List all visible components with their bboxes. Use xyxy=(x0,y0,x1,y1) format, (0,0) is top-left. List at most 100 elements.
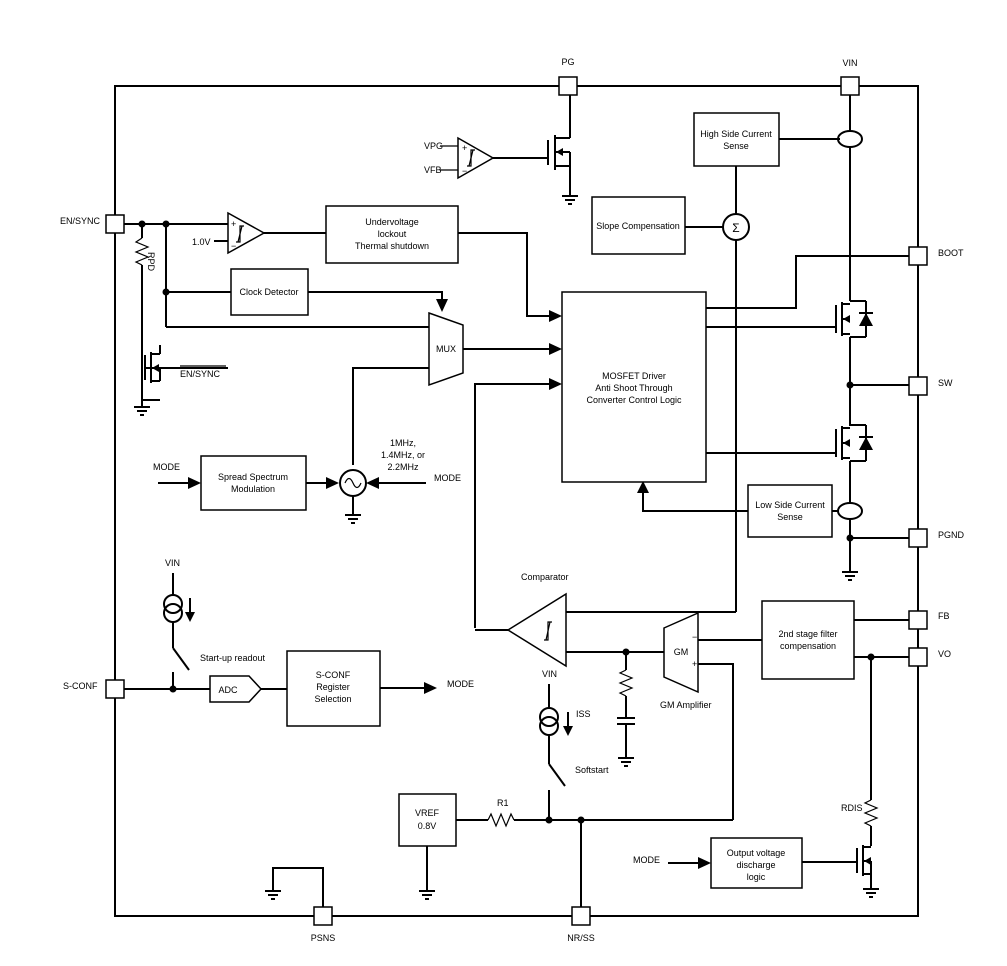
svg-text:BOOT: BOOT xyxy=(938,248,964,258)
freq-label-3: 2.2MHz xyxy=(387,462,419,472)
svg-text:Low Side Current: Low Side Current xyxy=(755,500,825,510)
svg-text:+: + xyxy=(231,219,236,229)
svg-text:Undervoltage: Undervoltage xyxy=(365,217,419,227)
svg-text:Anti Shoot Through: Anti Shoot Through xyxy=(595,383,672,393)
svg-text:MOSFET Driver: MOSFET Driver xyxy=(602,371,666,381)
low-side-sense-loop xyxy=(837,502,863,520)
pin-en-sync: EN/SYNC xyxy=(60,214,125,234)
pg-comparator: + − xyxy=(457,136,495,180)
ground-symbol xyxy=(842,571,858,581)
svg-text:Spread Spectrum: Spread Spectrum xyxy=(218,472,288,482)
en-comparator: + − xyxy=(227,211,266,255)
svg-text:EN/SYNC: EN/SYNC xyxy=(60,216,101,226)
svg-text:VO: VO xyxy=(938,649,951,659)
svg-text:Converter Control Logic: Converter Control Logic xyxy=(586,395,682,405)
oscillator-symbol xyxy=(339,469,367,497)
pin-vo: VO xyxy=(908,647,951,667)
svg-text:S-CONF: S-CONF xyxy=(63,681,98,691)
pg-mosfet xyxy=(547,135,571,170)
slope-compensation-block: Slope Compensation xyxy=(591,196,686,255)
vref-block: VREF 0.8V xyxy=(398,793,457,847)
svg-text:2nd stage filter: 2nd stage filter xyxy=(778,629,837,639)
freq-label: 1MHz, xyxy=(390,438,416,448)
mode-adc-label: MODE xyxy=(447,679,474,689)
svg-text:PSNS: PSNS xyxy=(311,933,336,943)
svg-text:−: − xyxy=(231,241,236,251)
svg-text:NR/SS: NR/SS xyxy=(567,933,595,943)
svg-text:logic: logic xyxy=(747,872,766,882)
ground-symbol xyxy=(345,514,361,524)
comparator xyxy=(506,592,567,668)
svg-text:+: + xyxy=(462,143,467,153)
ground-symbol xyxy=(265,890,281,900)
pin-nr-ss: NR/SS xyxy=(567,906,595,943)
low-side-mosfet xyxy=(835,424,873,462)
svg-text:lockout: lockout xyxy=(378,229,407,239)
svg-text:Register: Register xyxy=(316,682,350,692)
svg-text:VREF: VREF xyxy=(415,808,440,818)
r1-label: R1 xyxy=(497,798,509,808)
svg-text:Modulation: Modulation xyxy=(231,484,275,494)
svg-text:GM: GM xyxy=(674,647,689,657)
vfb-label: VFB xyxy=(424,165,442,175)
mode-left-label: MODE xyxy=(153,462,180,472)
pin-s-conf: S-CONF xyxy=(63,679,125,699)
svg-text:S-CONF: S-CONF xyxy=(316,670,351,680)
svg-text:discharge: discharge xyxy=(736,860,775,870)
low-side-current-sense: Low Side Current Sense xyxy=(747,484,833,538)
current-source xyxy=(163,594,183,623)
gm-amplifier: GM − + xyxy=(663,611,699,694)
adc-block: ADC xyxy=(209,675,263,703)
vin-ss-label: VIN xyxy=(542,669,557,679)
svg-text:ADC: ADC xyxy=(218,685,238,695)
ground-symbol xyxy=(134,406,150,416)
rpd-label: RPD xyxy=(146,252,156,272)
en-sync-bar-label: EN/SYNC xyxy=(180,369,221,379)
spread-spectrum-block: Spread Spectrum Modulation xyxy=(200,455,307,511)
svg-text:Σ: Σ xyxy=(732,221,739,235)
pin-pgnd: PGND xyxy=(908,528,965,548)
svg-text:Selection: Selection xyxy=(314,694,351,704)
mux-block: MUX xyxy=(428,311,464,387)
mode-right-label: MODE xyxy=(434,473,461,483)
svg-text:High Side Current: High Side Current xyxy=(700,129,772,139)
capacitor-symbol xyxy=(617,717,635,725)
svg-text:−: − xyxy=(692,632,697,642)
pin-fb: FB xyxy=(908,610,950,630)
ground-symbol xyxy=(618,757,634,767)
mosfet-driver-block: MOSFET Driver Anti Shoot Through Convert… xyxy=(561,291,707,483)
svg-text:−: − xyxy=(462,166,467,176)
clock-detector-block: Clock Detector xyxy=(230,268,309,316)
svg-text:MUX: MUX xyxy=(436,344,456,354)
iss-label: ISS xyxy=(576,709,591,719)
gm-amplifier-label: GM Amplifier xyxy=(660,700,712,710)
high-side-mosfet xyxy=(835,300,873,338)
chip-boundary xyxy=(114,85,919,917)
summing-node: Σ xyxy=(722,213,750,241)
pin-sw: SW xyxy=(908,376,953,396)
svg-text:FB: FB xyxy=(938,611,950,621)
uvlo-block: Undervoltage lockout Thermal shutdown xyxy=(325,205,459,264)
svg-text:Thermal shutdown: Thermal shutdown xyxy=(355,241,429,251)
svg-text:VIN: VIN xyxy=(842,58,857,68)
discharge-logic-block: Output voltage discharge logic xyxy=(710,837,803,889)
pin-vin: VIN xyxy=(840,58,860,96)
vin-top-label: VIN xyxy=(165,558,180,568)
ground-symbol xyxy=(419,890,435,900)
current-sense-loop xyxy=(837,130,863,148)
svg-text:Slope Compensation: Slope Compensation xyxy=(596,221,680,231)
vpg-label: VPG xyxy=(424,141,443,151)
svg-text:Sense: Sense xyxy=(723,141,749,151)
sconf-register-block: S-CONF Register Selection xyxy=(286,650,381,727)
svg-text:Output voltage: Output voltage xyxy=(727,848,786,858)
svg-text:SW: SW xyxy=(938,378,953,388)
softstart-current-source xyxy=(539,707,559,736)
softstart-label: Softstart xyxy=(575,765,609,775)
svg-text:Clock Detector: Clock Detector xyxy=(239,287,298,297)
v1-0-label: 1.0V xyxy=(192,237,211,247)
ground-symbol xyxy=(562,195,578,205)
ground-symbol xyxy=(863,888,879,898)
mode-discharge-label: MODE xyxy=(633,855,660,865)
svg-text:0.8V: 0.8V xyxy=(418,821,437,831)
